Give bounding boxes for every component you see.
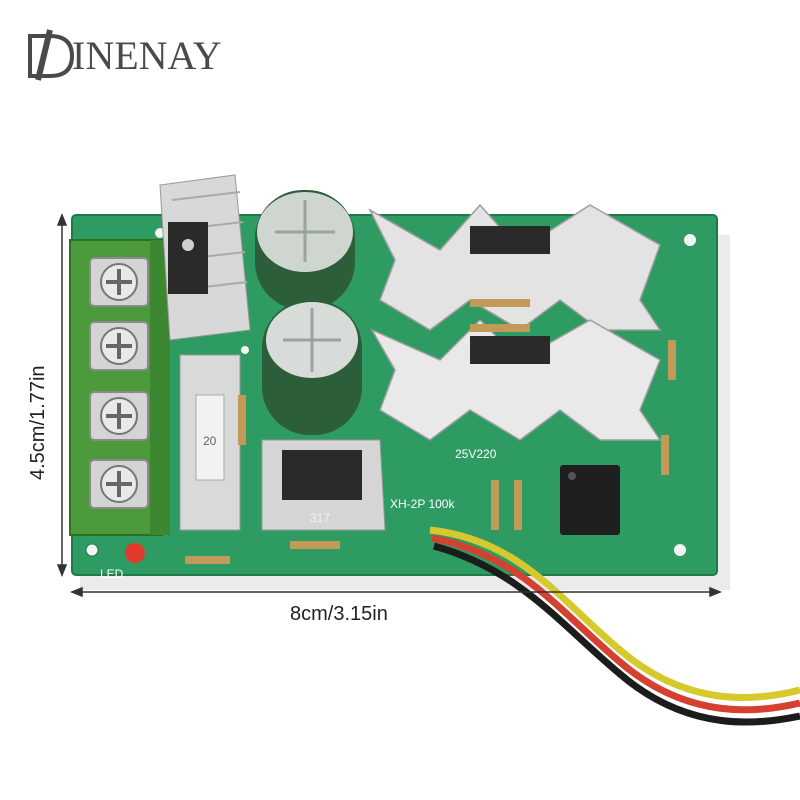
brand-name: INENAY <box>72 33 222 78</box>
dimension-arrows <box>56 212 723 598</box>
ic-chip <box>560 465 620 535</box>
capacitor-label: 25V220 <box>455 447 497 461</box>
connector-label: XH-2P 100k <box>390 497 455 511</box>
fuse: 20 <box>179 354 241 531</box>
cable <box>429 526 800 726</box>
brand-logo-mark <box>28 29 75 81</box>
led-label: LED <box>100 567 124 581</box>
led <box>125 543 145 563</box>
brand-logo: INENAY <box>22 26 222 82</box>
left-heatsink <box>159 174 251 341</box>
voltage-regulator: 317 <box>261 439 386 531</box>
capacitor-bottom <box>262 300 362 435</box>
terminal-block <box>69 239 170 536</box>
height-dimension: 4.5cm/1.77in <box>27 365 49 480</box>
resistors <box>185 299 676 564</box>
capacitor-top <box>255 190 355 310</box>
svg-text:20: 20 <box>203 434 217 448</box>
width-dimension: 8cm/3.15in <box>290 603 388 625</box>
svg-text:317: 317 <box>310 511 330 525</box>
